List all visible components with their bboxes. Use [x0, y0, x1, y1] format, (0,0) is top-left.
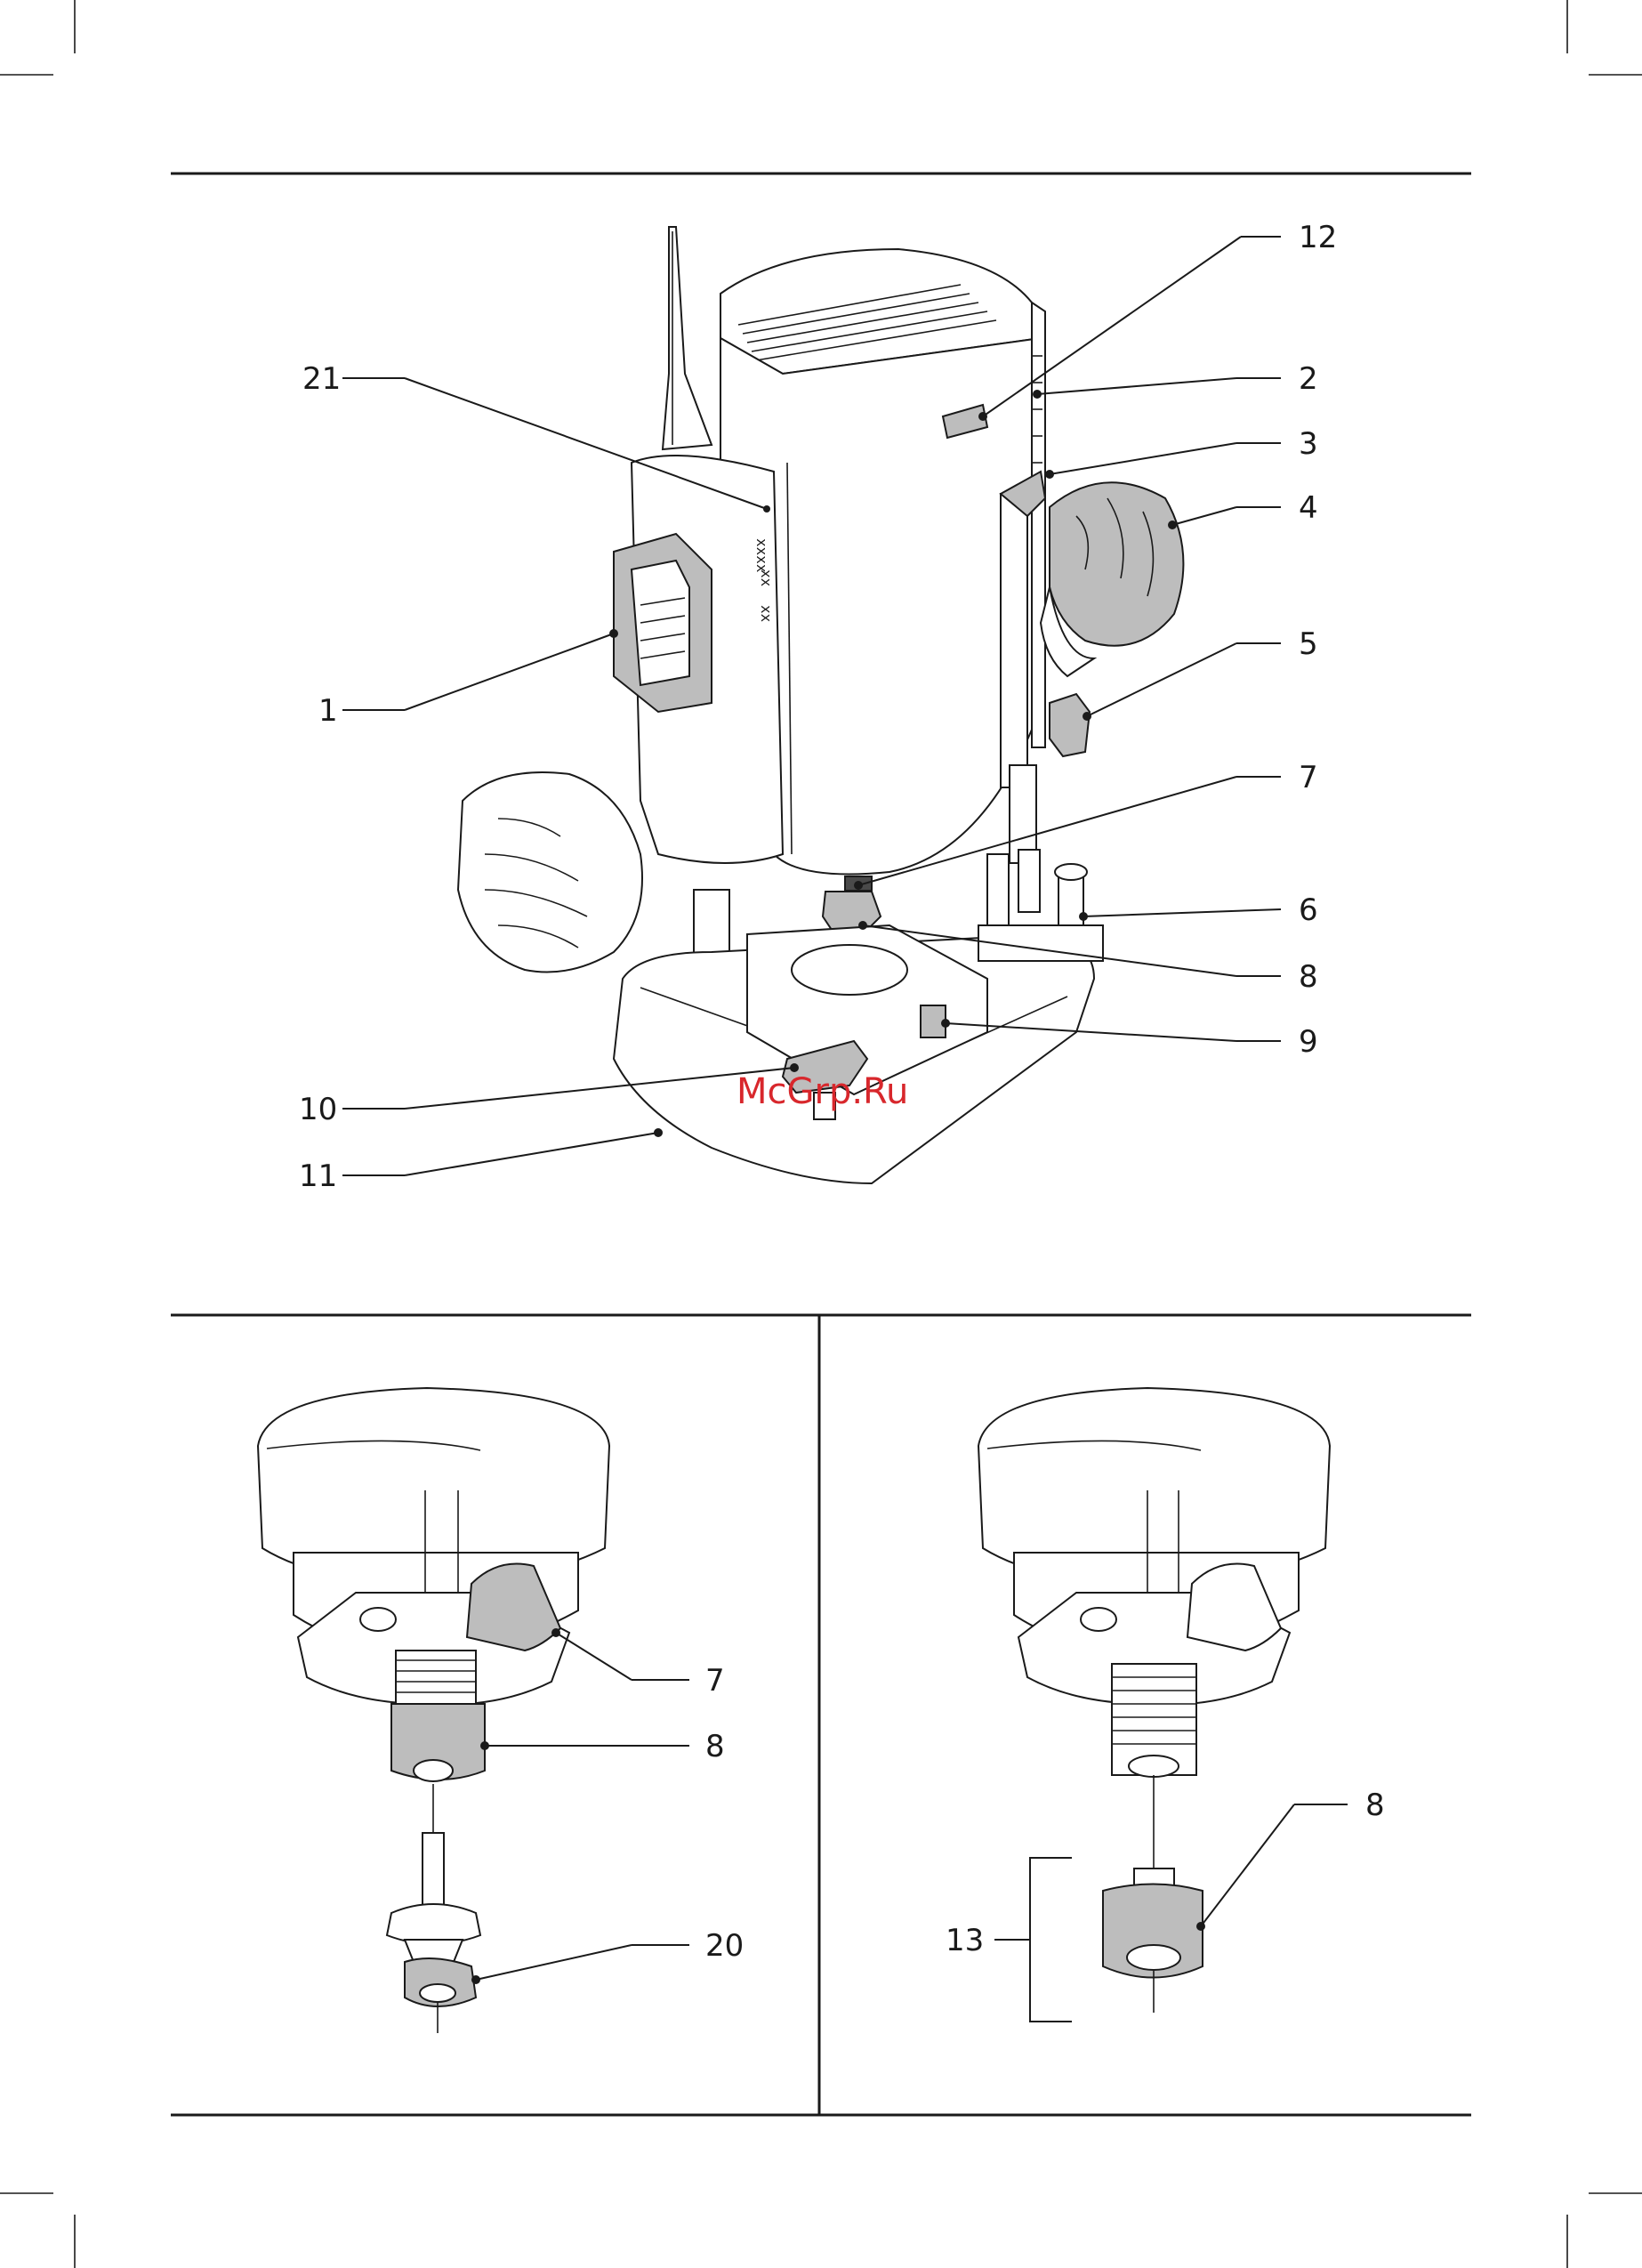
callout-7: 7: [1299, 760, 1318, 795]
collet-assembly-illustration: [258, 1388, 609, 2033]
bl-callout-8: 8: [705, 1729, 725, 1764]
collet-nut: [823, 892, 881, 930]
callout-4: 4: [1299, 490, 1318, 526]
callout-11: 11: [299, 1158, 337, 1194]
speed-mark-1: xxxx: [753, 538, 770, 573]
right-handle: [1050, 482, 1183, 645]
br-callout-13: 13: [946, 1923, 984, 1958]
speed-mark-2: xx: [758, 569, 775, 587]
bl-callout-7: 7: [705, 1663, 725, 1699]
locking-lever: [1050, 694, 1090, 756]
watermark: McGrp.Ru: [736, 1071, 908, 1112]
bl-callout-20: 20: [705, 1928, 744, 1964]
callout-5: 5: [1299, 626, 1318, 662]
router-illustration: xxxx xx xx: [458, 227, 1183, 1183]
callout-8: 8: [1299, 959, 1318, 995]
callout-6: 6: [1299, 892, 1318, 928]
collet-removed-illustration: [978, 1388, 1330, 2013]
callout-9: 9: [1299, 1024, 1318, 1060]
callout-12: 12: [1299, 220, 1337, 255]
br-callout-8: 8: [1365, 1788, 1385, 1823]
callout-10: 10: [299, 1092, 337, 1127]
callout-3: 3: [1299, 426, 1318, 462]
callout-2: 2: [1299, 361, 1318, 397]
callout-21: 21: [302, 361, 341, 397]
callout-1: 1: [318, 693, 338, 729]
left-handle: [458, 772, 642, 973]
speed-mark-3: xx: [758, 605, 775, 623]
